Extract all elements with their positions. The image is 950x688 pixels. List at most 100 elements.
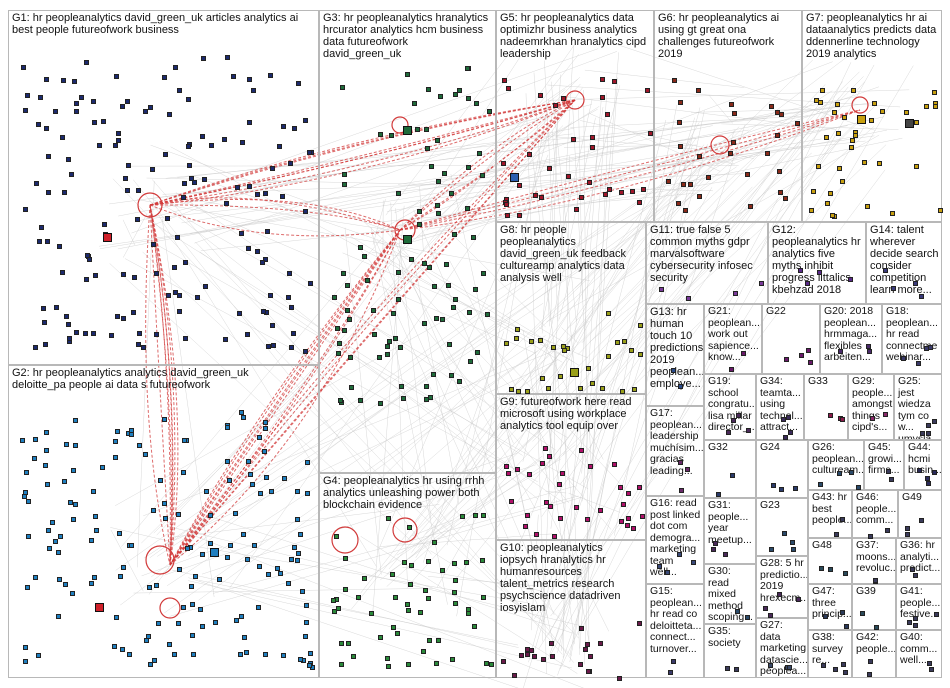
graph-node[interactable] [479,558,485,564]
graph-node[interactable] [545,385,551,391]
graph-node[interactable] [64,313,70,319]
graph-node[interactable] [306,663,312,669]
graph-node[interactable] [745,172,751,178]
graph-node[interactable] [102,222,108,228]
graph-node[interactable] [882,412,888,418]
graph-node[interactable] [470,235,476,241]
graph-node[interactable] [578,625,584,631]
graph-node[interactable] [771,482,777,488]
graph-node[interactable] [245,331,251,337]
graph-node[interactable] [200,56,206,61]
graph-node[interactable] [915,361,921,367]
graph-node[interactable] [488,662,494,668]
graph-node[interactable] [22,207,28,213]
graph-node[interactable] [362,575,368,581]
graph-node[interactable] [135,188,141,194]
graph-node[interactable] [832,110,838,116]
graph-node[interactable] [578,661,584,667]
graph-node[interactable] [172,289,178,295]
graph-node[interactable] [503,463,509,469]
graph-node[interactable] [777,168,783,174]
graph-node[interactable] [227,543,233,549]
group-g47[interactable]: G47: three princip... [808,584,852,630]
graph-node[interactable] [600,77,606,83]
graph-node[interactable] [124,188,130,194]
graph-node[interactable] [504,202,510,208]
graph-node[interactable] [787,429,793,435]
graph-node[interactable] [557,481,563,487]
graph-node[interactable] [789,539,795,545]
graph-node[interactable] [371,332,377,337]
graph-node[interactable] [730,417,736,423]
graph-node[interactable] [234,184,240,190]
graph-node[interactable] [208,540,214,546]
graph-node[interactable] [357,245,363,251]
graph-node[interactable] [891,286,897,292]
graph-node[interactable] [20,65,26,71]
graph-node[interactable] [736,413,742,419]
graph-node[interactable] [538,194,544,200]
graph-node[interactable] [295,551,301,557]
graph-node[interactable] [394,631,400,637]
graph-node[interactable] [90,488,96,494]
graph-node[interactable] [304,460,310,466]
graph-node[interactable] [246,119,252,125]
group-g34[interactable]: G34: teamta... using technol... attract.… [756,374,804,440]
graph-node[interactable] [190,633,196,639]
graph-node[interactable] [245,459,251,465]
group-g43[interactable]: G43: hr best people... [808,490,852,538]
graph-node[interactable] [926,431,932,437]
graph-node[interactable] [453,577,459,583]
graph-node[interactable] [128,431,134,437]
group-g20[interactable]: G20: 2018 peoplean... hrmmaga... flexibl… [820,304,882,374]
graph-node[interactable] [145,633,151,639]
graph-node[interactable] [53,305,59,310]
graph-node[interactable] [405,661,411,667]
graph-node[interactable] [207,512,213,518]
graph-node[interactable] [676,120,682,126]
graph-node[interactable] [480,512,486,518]
graph-node[interactable] [903,109,909,115]
graph-node[interactable] [889,476,895,482]
graph-hub-node[interactable] [570,368,579,377]
graph-node[interactable] [288,345,294,351]
graph-node[interactable] [33,574,39,580]
group-g46[interactable]: G46: people... comm... [852,490,898,538]
graph-node[interactable] [257,564,263,570]
group-g26[interactable]: G26: peoplean... cultuream... [808,440,864,490]
graph-node[interactable] [839,178,845,184]
graph-node[interactable] [585,517,591,523]
graph-node[interactable] [86,257,92,263]
graph-node[interactable] [241,414,247,420]
graph-node[interactable] [148,105,154,111]
graph-node[interactable] [304,603,310,609]
graph-node[interactable] [783,196,789,202]
graph-node[interactable] [436,178,442,184]
graph-node[interactable] [732,291,738,297]
graph-node[interactable] [281,124,286,130]
graph-node[interactable] [670,659,676,664]
graph-node[interactable] [626,491,632,497]
group-g15[interactable]: G15: peoplean... hr read co deloitteta..… [646,584,704,678]
graph-node[interactable] [466,309,472,315]
graph-node[interactable] [73,109,79,115]
graph-node[interactable] [425,559,431,565]
graph-node[interactable] [56,613,62,619]
graph-node[interactable] [835,102,841,108]
graph-node[interactable] [153,271,159,277]
graph-node[interactable] [805,280,811,286]
graph-node[interactable] [213,620,219,626]
graph-node[interactable] [619,519,625,525]
graph-node[interactable] [342,182,348,188]
graph-node[interactable] [617,484,623,490]
graph-node[interactable] [248,471,254,477]
graph-node[interactable] [345,283,351,289]
graph-node[interactable] [515,467,521,473]
graph-node[interactable] [440,567,446,573]
graph-node[interactable] [191,179,197,185]
graph-node[interactable] [848,144,854,150]
graph-hub-node[interactable] [403,126,412,135]
graph-node[interactable] [574,207,580,213]
graph-node[interactable] [775,110,780,116]
graph-node[interactable] [411,101,417,107]
